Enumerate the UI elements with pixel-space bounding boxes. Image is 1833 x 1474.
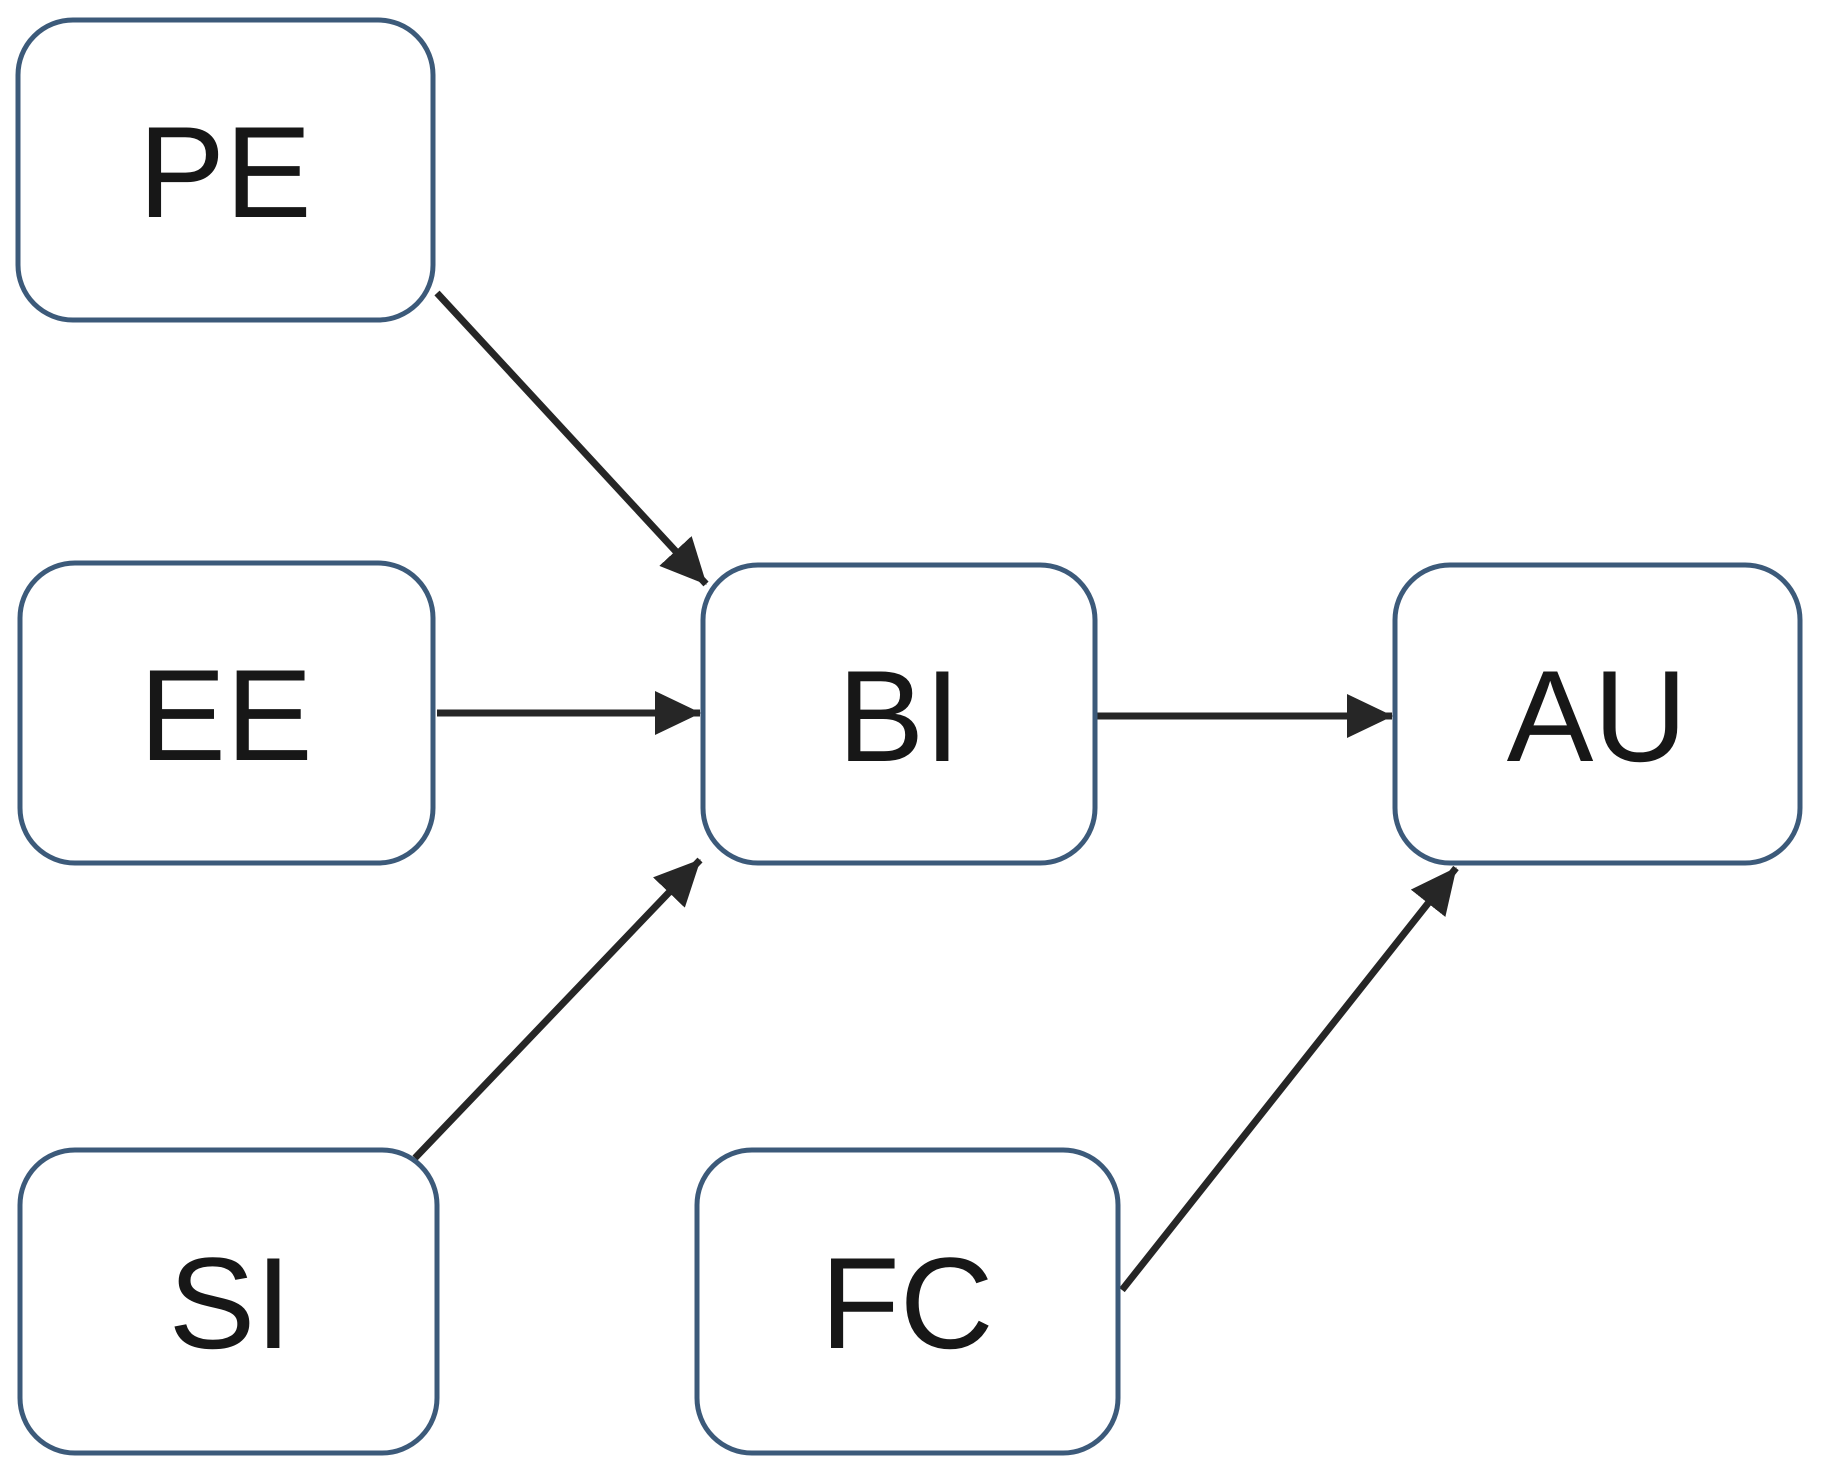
- node-au-box: [1392, 562, 1803, 866]
- node-si-box: [17, 1147, 440, 1456]
- node-ee-box: [17, 560, 436, 866]
- edges-group: [412, 290, 1459, 1293]
- edge-fc-to-au: [1119, 865, 1459, 1293]
- edge-si-to-bi: [412, 857, 703, 1161]
- node-au-label: AU: [1507, 643, 1688, 789]
- node-fc-label: FC: [820, 1230, 993, 1376]
- node-pe-label: PE: [138, 99, 311, 245]
- node-si-label: SI: [169, 1230, 292, 1376]
- node-ee-label: EE: [139, 642, 312, 788]
- node-bi-box: [700, 562, 1098, 866]
- edge-pe-to-bi: [434, 290, 709, 587]
- node-fc-box: [694, 1147, 1121, 1456]
- node-pe-box: [15, 17, 436, 323]
- nodes-group: PE EE SI BI FC AU: [15, 17, 1803, 1456]
- node-bi-label: BI: [838, 643, 961, 789]
